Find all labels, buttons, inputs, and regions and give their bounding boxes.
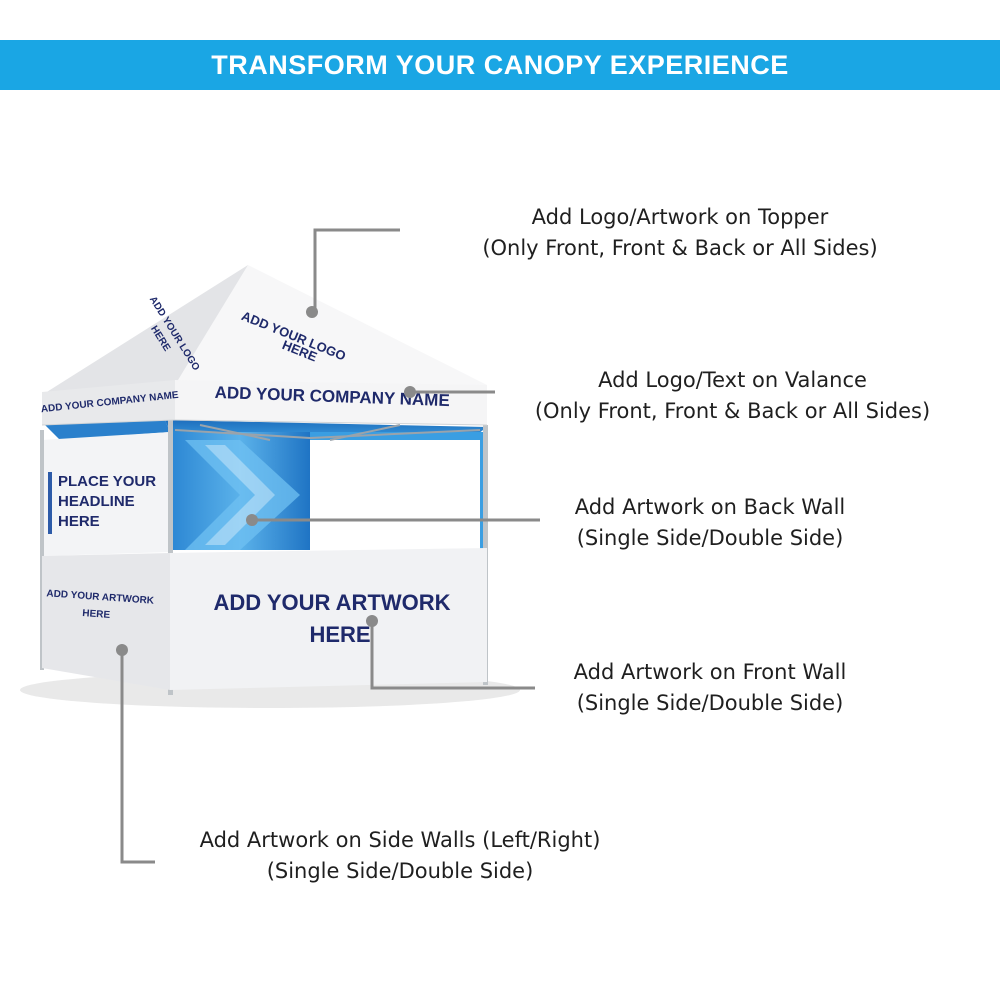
roof-front-panel xyxy=(175,265,487,385)
side-headline-line1: PLACE YOUR xyxy=(58,473,156,490)
callout-topper: Add Logo/Artwork on Topper (Only Front, … xyxy=(440,202,920,264)
callout-valance-detail: (Only Front, Front & Back or All Sides) xyxy=(534,399,931,423)
callout-valance-title: Add Logo/Text on Valance xyxy=(598,368,867,392)
side-headline-line2: HEADLINE xyxy=(58,493,135,510)
page-title: TRANSFORM YOUR CANOPY EXPERIENCE xyxy=(211,49,789,80)
callout-front-wall-detail: (Single Side/Double Side) xyxy=(576,691,844,715)
topper-dot xyxy=(306,306,318,318)
front-wall-connector xyxy=(370,625,535,690)
callout-back-wall-detail: (Single Side/Double Side) xyxy=(576,526,844,550)
frame-trusses xyxy=(174,424,481,441)
front-wall-dot xyxy=(366,615,378,627)
callout-side-walls: Add Artwork on Side Walls (Left/Right) (… xyxy=(155,825,645,887)
callout-side-walls-detail: (Single Side/Double Side) xyxy=(266,859,534,883)
valance-dot xyxy=(404,386,416,398)
front-wall-panel xyxy=(170,548,487,690)
side-headline-panel xyxy=(42,432,170,556)
callout-front-wall: Add Artwork on Front Wall (Single Side/D… xyxy=(535,657,885,719)
callout-back-wall-title: Add Artwork on Back Wall xyxy=(574,495,846,519)
side-walls-dot xyxy=(116,644,128,656)
front-wall-text-line1: ADD YOUR ARTWORK xyxy=(213,590,450,615)
callout-side-walls-title: Add Artwork on Side Walls (Left/Right) xyxy=(199,828,601,852)
callout-front-wall-title: Add Artwork on Front Wall xyxy=(573,660,847,684)
left-valance xyxy=(42,380,175,425)
callout-back-wall: Add Artwork on Back Wall (Single Side/Do… xyxy=(540,492,880,554)
header-banner: TRANSFORM YOUR CANOPY EXPERIENCE xyxy=(0,40,1000,90)
side-headline-line3: HERE xyxy=(58,513,100,530)
side-headline-accent xyxy=(48,472,52,534)
back-wall-x-graphic-2 xyxy=(205,445,275,545)
callout-topper-title: Add Logo/Artwork on Topper xyxy=(531,205,829,229)
side-wall-text-line2: HERE xyxy=(82,608,111,621)
roof-underside-left xyxy=(45,420,170,440)
callout-topper-detail: (Only Front, Front & Back or All Sides) xyxy=(482,236,878,260)
front-wall-text-line2: HERE xyxy=(309,622,370,647)
callout-dots xyxy=(116,306,416,656)
topper-connector xyxy=(310,228,400,314)
back-wall-dot xyxy=(246,514,258,526)
roof-left-panel xyxy=(42,265,248,395)
back-wall-x-graphic xyxy=(185,440,300,550)
back-wall-opening xyxy=(310,440,480,552)
left-side-wall-panel xyxy=(42,553,170,690)
valance-edge xyxy=(41,419,488,426)
side-walls-connector xyxy=(120,650,155,864)
callout-valance: Add Logo/Text on Valance (Only Front, Fr… xyxy=(500,365,965,427)
